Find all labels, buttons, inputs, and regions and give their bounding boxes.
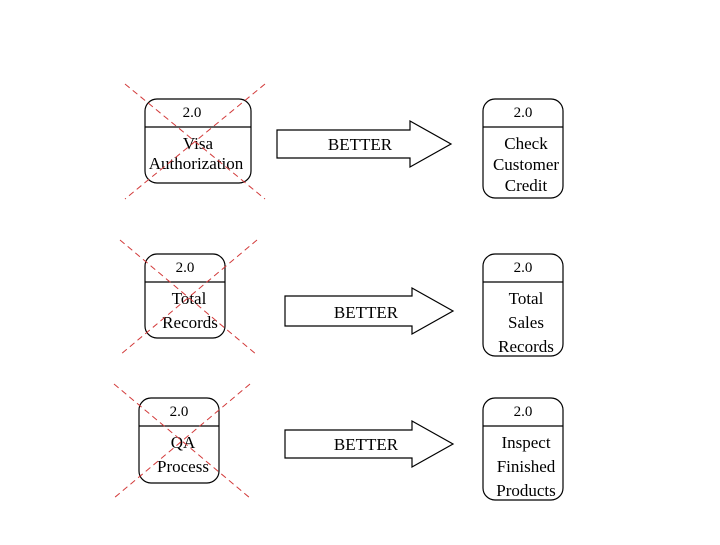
bad-process-line-2-2: Records — [162, 313, 218, 332]
better-arrow-label-2: BETTER — [334, 303, 399, 322]
good-process-box-3[interactable]: 2.0 Inspect Finished Products — [482, 397, 564, 501]
good-process-number-1: 2.0 — [514, 105, 533, 121]
good-process-line-2-3: Records — [498, 337, 554, 356]
good-process-line-1-2: Customer — [493, 155, 559, 174]
bad-process-box-3[interactable]: 2.0 QA Process — [138, 397, 220, 484]
bad-process-number-2: 2.0 — [176, 260, 195, 276]
bad-process-line-3-2: Process — [157, 457, 209, 476]
rejected-cross-1 — [124, 83, 266, 200]
bad-process-line-1-2: Authorization — [149, 154, 244, 173]
bad-process-number-1: 2.0 — [183, 105, 202, 121]
good-process-line-3-2: Finished — [497, 457, 556, 476]
better-arrow-label-3: BETTER — [334, 435, 399, 454]
good-process-line-2-1: Total — [509, 289, 544, 308]
good-process-number-3: 2.0 — [514, 404, 533, 420]
better-arrow-label-1: BETTER — [328, 135, 393, 154]
bad-process-box-1[interactable]: 2.0 Visa Authorization — [144, 98, 252, 184]
row-1: 2.0 Visa Authorization BETTER 2.0 Check … — [124, 83, 564, 200]
bad-process-line-1-1: Visa — [183, 134, 214, 153]
row-2: 2.0 Total Records BETTER 2.0 Total Sales… — [119, 239, 564, 357]
better-arrow-1: BETTER — [276, 119, 453, 169]
good-process-line-3-3: Products — [496, 481, 556, 500]
good-process-box-1[interactable]: 2.0 Check Customer Credit — [482, 98, 564, 199]
good-process-box-2[interactable]: 2.0 Total Sales Records — [482, 253, 564, 357]
bad-process-box-2[interactable]: 2.0 Total Records — [144, 253, 226, 339]
bad-process-number-3: 2.0 — [170, 404, 189, 420]
good-process-line-1-1: Check — [504, 134, 548, 153]
good-process-number-2: 2.0 — [514, 260, 533, 276]
good-process-line-1-3: Credit — [505, 176, 548, 195]
row-3: 2.0 QA Process BETTER 2.0 Inspect Finish… — [113, 383, 564, 501]
good-process-line-3-1: Inspect — [501, 433, 550, 452]
better-arrow-2: BETTER — [284, 286, 455, 336]
better-arrow-3: BETTER — [284, 419, 455, 469]
good-process-line-2-2: Sales — [508, 313, 544, 332]
